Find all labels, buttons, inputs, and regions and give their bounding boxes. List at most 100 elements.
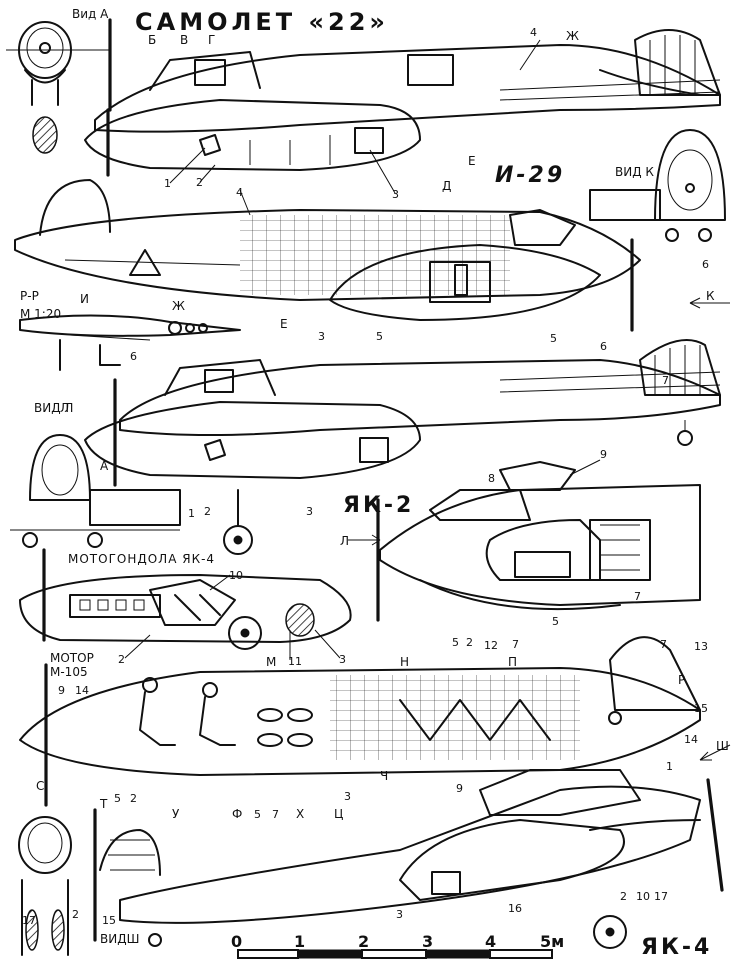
callout-number: 10 bbox=[636, 890, 650, 903]
caption-motor: МОТОР bbox=[50, 651, 94, 665]
front-view-k bbox=[589, 129, 726, 242]
leader-lines bbox=[124, 39, 731, 761]
yak4-perspective-view bbox=[99, 769, 724, 949]
callout-number: 13 bbox=[694, 640, 708, 653]
yak2-side-view bbox=[376, 461, 701, 622]
section-letter: Ч bbox=[380, 769, 388, 783]
section-letter: И bbox=[80, 292, 89, 306]
callout-number: 5 bbox=[254, 808, 261, 821]
callout-number: 7 bbox=[660, 638, 667, 651]
section-letter: Ш bbox=[716, 739, 729, 753]
label-vid-l: ВИД Л bbox=[34, 401, 73, 415]
callout-number: 5 bbox=[114, 792, 121, 805]
callout-number: 4 bbox=[530, 26, 537, 39]
callout-number: 17 bbox=[654, 890, 668, 903]
callout-number: 3 bbox=[306, 505, 313, 518]
scale-tick-1: 1 bbox=[294, 932, 305, 951]
callout-number: 3 bbox=[339, 653, 346, 666]
callout-number: 12 bbox=[484, 639, 498, 652]
callout-number: 5 bbox=[552, 615, 559, 628]
callout-number: 2 bbox=[466, 636, 473, 649]
callout-number: 6 bbox=[600, 340, 607, 353]
samolet-22-side-view bbox=[84, 29, 721, 177]
callout-number: 1 bbox=[666, 760, 673, 773]
front-view-a bbox=[6, 18, 112, 154]
callout-number: 3 bbox=[392, 188, 399, 201]
callout-number: 2 bbox=[620, 890, 627, 903]
title-yak4: ЯК-4 bbox=[641, 935, 712, 960]
callout-number: 11 bbox=[288, 655, 302, 668]
callout-number: 9 bbox=[58, 684, 65, 697]
section-letter: Т bbox=[99, 797, 108, 811]
section-letter: Г bbox=[208, 33, 215, 47]
section-letter: М bbox=[266, 655, 276, 669]
title-samolet-22: САМОЛЕТ «22» bbox=[135, 8, 389, 36]
callout-number: 3 bbox=[344, 790, 351, 803]
yak4-nacelle bbox=[19, 548, 352, 650]
callout-number: 16 bbox=[508, 902, 522, 915]
label-vid-a: Вид А bbox=[72, 7, 109, 21]
callout-number: 3 bbox=[318, 330, 325, 343]
callout-number: 6 bbox=[702, 258, 709, 271]
section-letter: Ц bbox=[334, 807, 343, 821]
section-letter: Р bbox=[678, 673, 685, 687]
section-letter: Д bbox=[442, 179, 451, 193]
section-letter: Х bbox=[296, 807, 304, 821]
callout-number: 7 bbox=[634, 590, 641, 603]
scale-tick-3: 3 bbox=[422, 932, 433, 951]
scale-tick-2: 2 bbox=[358, 932, 369, 951]
scale-tick-5m: 5м bbox=[540, 932, 564, 951]
section-letter: Ж bbox=[566, 29, 579, 43]
callout-number: 10 bbox=[229, 569, 243, 582]
section-letter: П bbox=[508, 655, 517, 669]
section-letters: Б В Г Ж Д Е И Е Ж К Л А Л М Н П Р С Т У … bbox=[36, 29, 729, 821]
callout-number: 5 bbox=[452, 636, 459, 649]
scale-tick-4: 4 bbox=[485, 932, 496, 951]
callout-number: 7 bbox=[272, 808, 279, 821]
callout-number: 7 bbox=[512, 638, 519, 651]
section-letter: А bbox=[100, 459, 109, 473]
i29-side-view bbox=[14, 179, 641, 332]
front-view-l bbox=[10, 434, 181, 548]
section-letter: Е bbox=[280, 317, 288, 331]
title-i29: И-29 bbox=[495, 163, 565, 188]
label-vid-sh: ВИДШ bbox=[100, 932, 139, 946]
section-letter: Л bbox=[340, 534, 349, 548]
label-vid-k: ВИД К bbox=[615, 165, 654, 179]
section-letter: Ж bbox=[172, 299, 185, 313]
caption-motor-model: М-105 bbox=[50, 665, 88, 679]
callout-number: 17 bbox=[22, 914, 36, 927]
callout-number: 15 bbox=[694, 702, 708, 715]
samolet-side-view-l bbox=[84, 339, 721, 555]
front-view-sh bbox=[18, 808, 97, 956]
i29-cutaway-view bbox=[19, 636, 701, 807]
callout-number: 2 bbox=[72, 908, 79, 921]
callout-number: 5 bbox=[550, 332, 557, 345]
callout-number: 2 bbox=[204, 505, 211, 518]
callout-number: 4 bbox=[236, 186, 243, 199]
callout-number: 8 bbox=[488, 472, 495, 485]
callouts: 4 1 2 3 4 6 6 3 5 5 6 7 1 2 3 9 8 5 2 12… bbox=[22, 26, 709, 927]
callout-number: 6 bbox=[130, 350, 137, 363]
section-letter: Е bbox=[468, 154, 476, 168]
section-letter: К bbox=[706, 289, 715, 303]
callout-number: 7 bbox=[662, 374, 669, 387]
callout-number: 1 bbox=[188, 507, 195, 520]
callout-number: 2 bbox=[130, 792, 137, 805]
callout-number: 14 bbox=[684, 733, 698, 746]
section-p-p bbox=[19, 314, 241, 371]
section-letter: С bbox=[36, 779, 44, 793]
callout-number: 2 bbox=[118, 653, 125, 666]
section-letter: Ф bbox=[232, 807, 242, 821]
callout-number: 1 bbox=[164, 177, 171, 190]
callout-number: 3 bbox=[396, 908, 403, 921]
section-letter: Н bbox=[400, 655, 409, 669]
section-letter: Б bbox=[148, 33, 156, 47]
section-letter: Л bbox=[60, 401, 69, 415]
callout-number: 9 bbox=[456, 782, 463, 795]
scale-bar: 0 1 2 3 4 5м bbox=[231, 932, 564, 959]
callout-number: 15 bbox=[102, 914, 116, 927]
scale-tick-0: 0 bbox=[231, 932, 242, 951]
callout-number: 5 bbox=[376, 330, 383, 343]
